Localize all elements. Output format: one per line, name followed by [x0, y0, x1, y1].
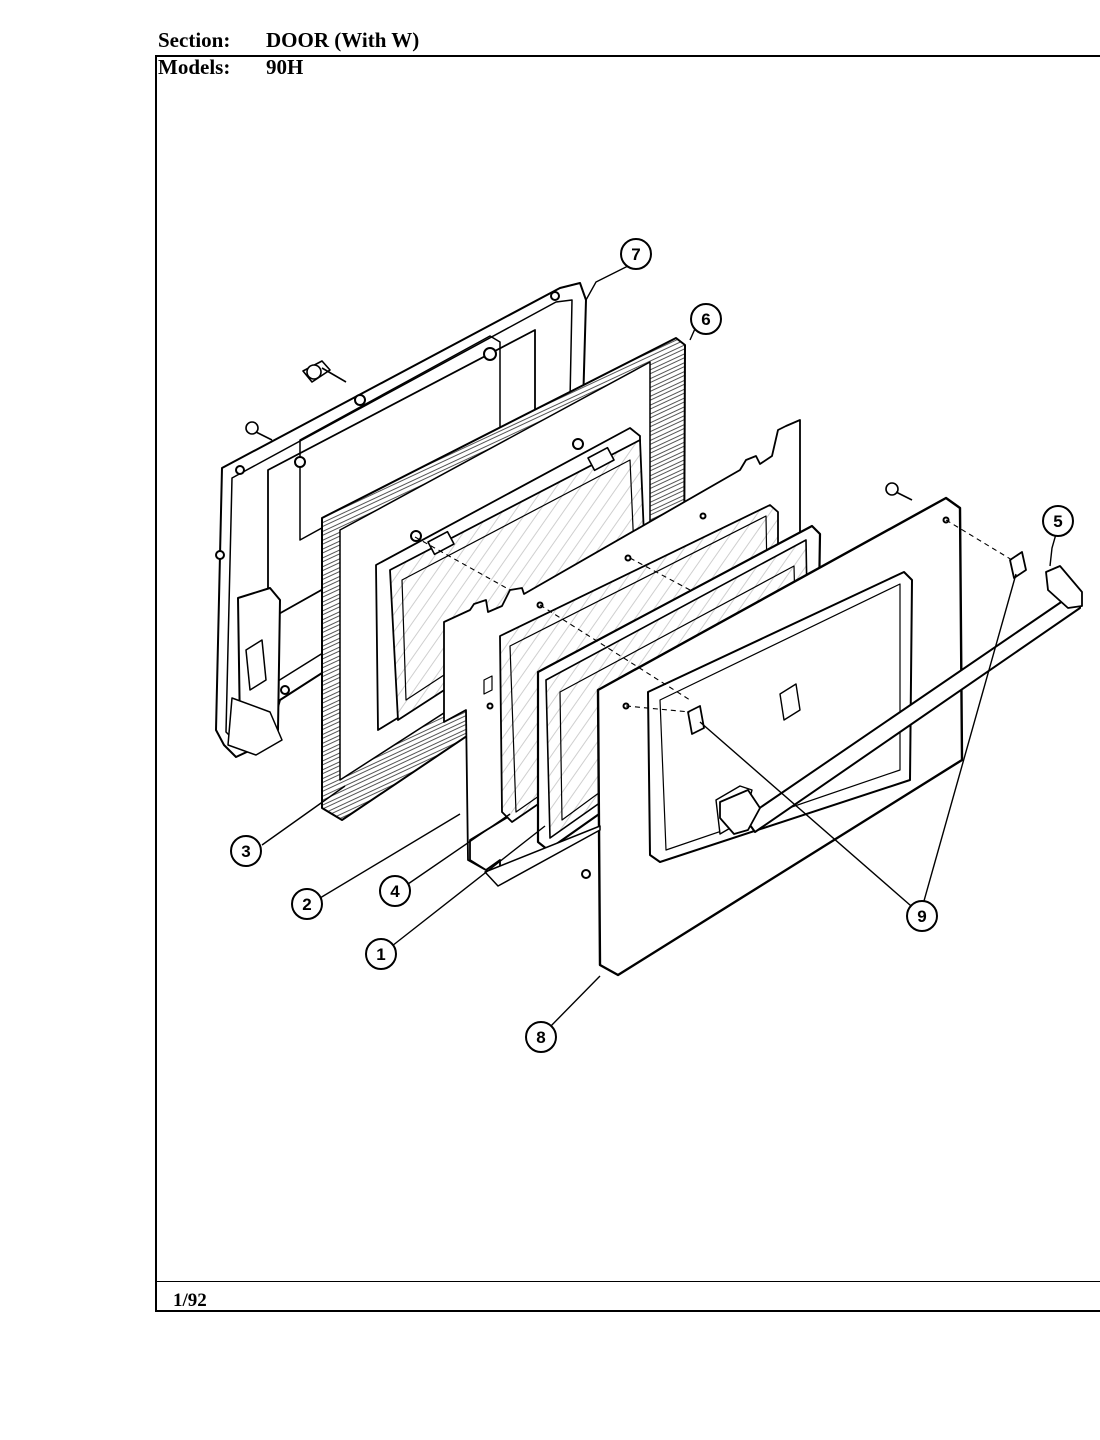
- callout-6: 6: [690, 303, 722, 335]
- callout-number: 7: [631, 245, 640, 264]
- section-label: Section:: [158, 28, 231, 52]
- callout-3: 3: [230, 835, 262, 867]
- leader-lines: [261, 261, 1061, 1031]
- callout-number: 9: [917, 907, 926, 926]
- callout-number: 5: [1053, 512, 1062, 531]
- callout-8: 8: [525, 1021, 557, 1053]
- section-value: DOOR (With W): [266, 28, 420, 52]
- callout-number: 2: [302, 895, 311, 914]
- diagram-frame: [155, 55, 1100, 1312]
- screw-left: [245, 421, 273, 441]
- models-value: 90H: [266, 55, 304, 79]
- screw-right: [885, 482, 913, 501]
- callout-number: 4: [390, 882, 400, 901]
- assembly-lines: [414, 519, 1013, 713]
- callout-number: 8: [536, 1028, 545, 1047]
- part-8-outer-door: [484, 496, 964, 977]
- part-5-handle-bar: [719, 565, 1083, 835]
- part-9-end-caps: [687, 551, 1027, 735]
- screw-top: [302, 360, 347, 383]
- callout-9: 9: [906, 900, 938, 932]
- callout-2: 2: [291, 888, 323, 920]
- callout-5: 5: [1042, 505, 1074, 537]
- callout-number: 1: [376, 945, 385, 964]
- callout-number: 3: [241, 842, 250, 861]
- callout-7: 7: [620, 238, 652, 270]
- callout-1: 1: [365, 938, 397, 970]
- footer-rule: [155, 1281, 1100, 1282]
- callout-number: 6: [701, 310, 710, 329]
- callout-4: 4: [379, 875, 411, 907]
- footer-date-code: 1/92: [173, 1290, 207, 1311]
- models-label: Models:: [158, 55, 231, 79]
